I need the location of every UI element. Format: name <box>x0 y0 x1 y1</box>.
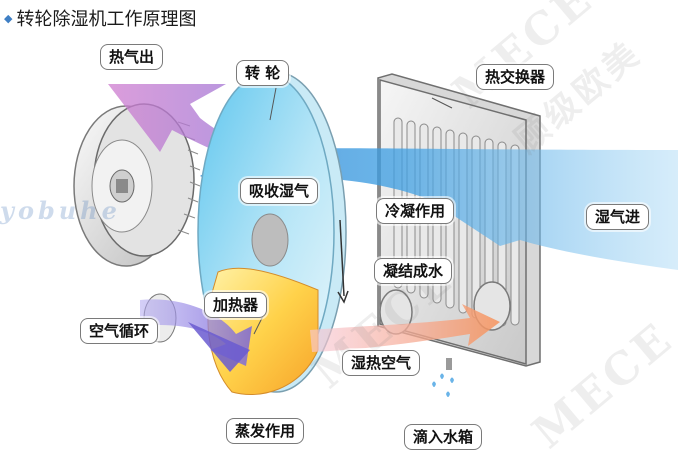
label-humid-air-in: 湿气进 <box>586 204 650 230</box>
label-air-circulation: 空气循环 <box>80 318 159 344</box>
label-hot-humid-air: 湿热空气 <box>342 350 421 376</box>
label-heat-exchanger: 热交换器 <box>476 64 555 90</box>
label-heater: 加热器 <box>204 292 268 318</box>
leader-lines <box>253 87 453 335</box>
diamond-bullet-icon: ◆ <box>4 11 13 25</box>
fan-unit <box>73 103 201 267</box>
hot-humid-air-arrow <box>310 304 500 352</box>
label-hot-air-out: 热气出 <box>100 44 164 70</box>
title-text: 转轮除湿机工作原理图 <box>16 9 197 30</box>
label-absorb-moisture: 吸收湿气 <box>240 178 319 204</box>
label-condense-water: 凝结成水 <box>374 258 453 284</box>
page-title: ◆ 转轮除湿机工作原理图 <box>4 6 196 30</box>
label-rotor: 转 轮 <box>236 60 290 86</box>
label-evaporation: 蒸发作用 <box>226 418 305 444</box>
label-condensation: 冷凝作用 <box>376 198 455 224</box>
label-drip-tank: 滴入水箱 <box>404 424 483 450</box>
